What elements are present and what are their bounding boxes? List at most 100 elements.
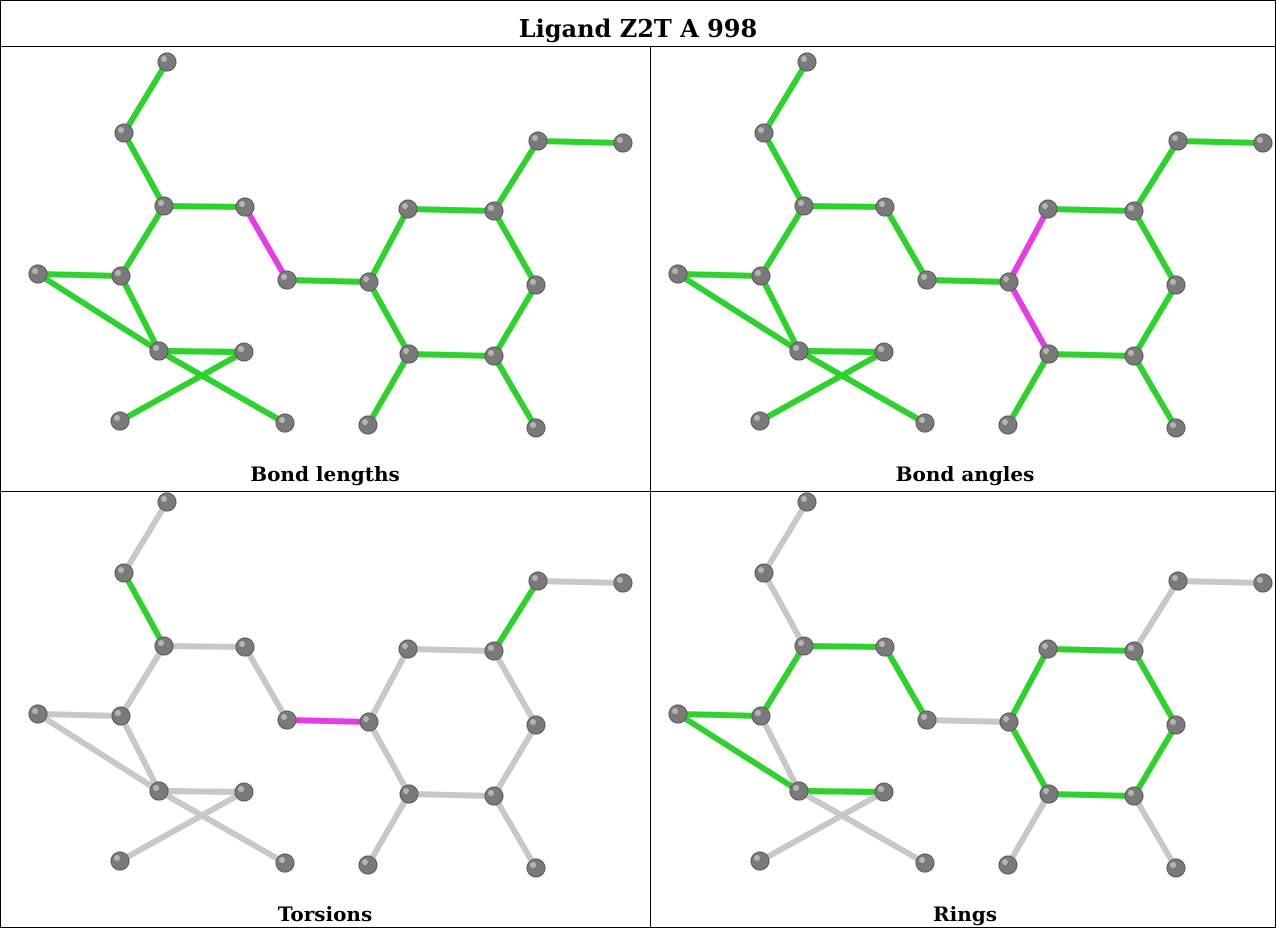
atom-a11 (275, 853, 295, 873)
atom-highlight-a12 (754, 415, 760, 421)
atom-highlight-a15 (488, 205, 494, 211)
atom-highlight-a17 (1128, 350, 1134, 356)
bond-a5-a7-neutral (35, 711, 124, 719)
bond-a15-a16-ok (1131, 648, 1179, 728)
bond-a5-a8-neutral (118, 713, 162, 794)
bond-a3-a4-ok (801, 203, 888, 210)
bond-a18-a13-ok (1006, 719, 1052, 797)
atom-a17 (1124, 786, 1144, 806)
atom-highlight-a16 (530, 279, 536, 285)
atom-highlight-a13 (363, 716, 369, 722)
bond-a2-a3-ok (121, 570, 167, 649)
atom-highlight-a10 (878, 346, 884, 352)
atom-highlight-a1 (161, 56, 167, 62)
atom-highlight-a1 (801, 56, 807, 62)
atom-highlight-a2 (758, 567, 764, 573)
atom-a3 (154, 636, 174, 656)
atom-highlight-a2 (118, 567, 124, 573)
atom-a5 (751, 706, 771, 726)
atom-a19 (1168, 571, 1188, 591)
atom-a21 (1166, 858, 1186, 878)
bond-a6-a13-ok (284, 277, 372, 285)
bond-a9-a11-ok (156, 348, 288, 426)
bond-a7-a9-neutral (35, 711, 162, 794)
atom-a13 (999, 712, 1019, 732)
atom-highlight-a17 (488, 350, 494, 356)
atom-a10 (234, 342, 254, 362)
atom-highlight-a9 (793, 785, 799, 791)
bond-a13-a14-ok (1006, 646, 1051, 725)
atom-highlight-a18 (403, 348, 409, 354)
atom-highlight-a21 (530, 422, 536, 428)
atom-a5 (111, 706, 131, 726)
atom-highlight-a2 (758, 127, 764, 133)
bond-a19-a20-ok (1175, 138, 1266, 146)
atom-a13 (999, 272, 1019, 292)
bond-a1-a2-ok (761, 59, 810, 136)
atom-highlight-a14 (1042, 643, 1048, 649)
atom-highlight-a13 (1003, 276, 1009, 282)
atom-highlight-a19 (532, 135, 538, 141)
atom-a19 (1168, 131, 1188, 151)
bond-a17-a21-neutral (1131, 793, 1179, 871)
atom-highlight-a5 (755, 710, 761, 716)
bond-a18-a22-neutral (1005, 791, 1052, 868)
bond-a8-a10-ok (156, 348, 247, 355)
bond-a1-a2-neutral (121, 499, 170, 576)
bond-a17-a21-ok (1131, 353, 1179, 431)
bond-a8-a10-ok (796, 348, 887, 355)
atom-a6 (277, 710, 297, 730)
atom-a7 (668, 704, 688, 724)
bond-a17-a18-ok (1046, 351, 1137, 359)
bond-a13-a14-neutral (366, 646, 411, 725)
atom-highlight-a20 (1257, 137, 1263, 143)
bond-a16-a17-ok (491, 282, 539, 359)
bond-a17-a21-neutral (491, 793, 539, 871)
atom-highlight-a9 (793, 345, 799, 351)
atom-highlight-a18 (1043, 788, 1049, 794)
atom-a2 (754, 563, 774, 583)
atom-highlight-a4 (879, 201, 885, 207)
atom-highlight-a17 (1128, 790, 1134, 796)
atom-a10 (874, 342, 894, 362)
bond-a5-a7-ok (35, 271, 124, 279)
atom-highlight-a4 (239, 201, 245, 207)
atom-highlight-a16 (530, 719, 536, 725)
bond-a5-a8-neutral (758, 713, 802, 794)
atom-highlight-a7 (672, 708, 678, 714)
atom-a7 (28, 704, 48, 724)
atom-a11 (915, 853, 935, 873)
bond-a14-a15-ok (405, 206, 497, 214)
atom-a14 (1038, 639, 1058, 659)
atom-a22 (998, 855, 1018, 875)
atom-a13 (359, 272, 379, 292)
bond-a3-a5-ok (758, 203, 807, 279)
atom-a12 (110, 851, 130, 871)
bond-a19-a20-neutral (535, 578, 626, 586)
atom-a16 (1166, 275, 1186, 295)
bond-a1-a2-neutral (761, 499, 810, 576)
atom-highlight-a10 (238, 786, 244, 792)
atom-a2 (114, 563, 134, 583)
atom-a15 (1124, 201, 1144, 221)
atom-a21 (1166, 418, 1186, 438)
bond-a4-a6-outlier (242, 204, 290, 283)
atom-a5 (111, 266, 131, 286)
bond-a5-a8-ok (118, 273, 162, 354)
bond-a10-a12-ok (757, 349, 887, 424)
bond-a17-a18-ok (406, 351, 497, 359)
atom-a18 (399, 784, 419, 804)
bond-a17-a18-neutral (406, 791, 497, 799)
bond-a2-a3-ok (761, 130, 807, 209)
atom-highlight-a5 (115, 710, 121, 716)
atom-a19 (528, 571, 548, 591)
bond-a18-a13-ok (366, 279, 412, 357)
atom-highlight-a7 (32, 708, 38, 714)
atom-highlight-a22 (362, 859, 368, 865)
atom-highlight-a3 (798, 200, 804, 206)
atom-highlight-a3 (798, 640, 804, 646)
bond-a15-a16-neutral (491, 648, 539, 728)
atom-highlight-a19 (532, 575, 538, 581)
atom-highlight-a4 (239, 641, 245, 647)
bond-a19-a20-ok (535, 138, 626, 146)
